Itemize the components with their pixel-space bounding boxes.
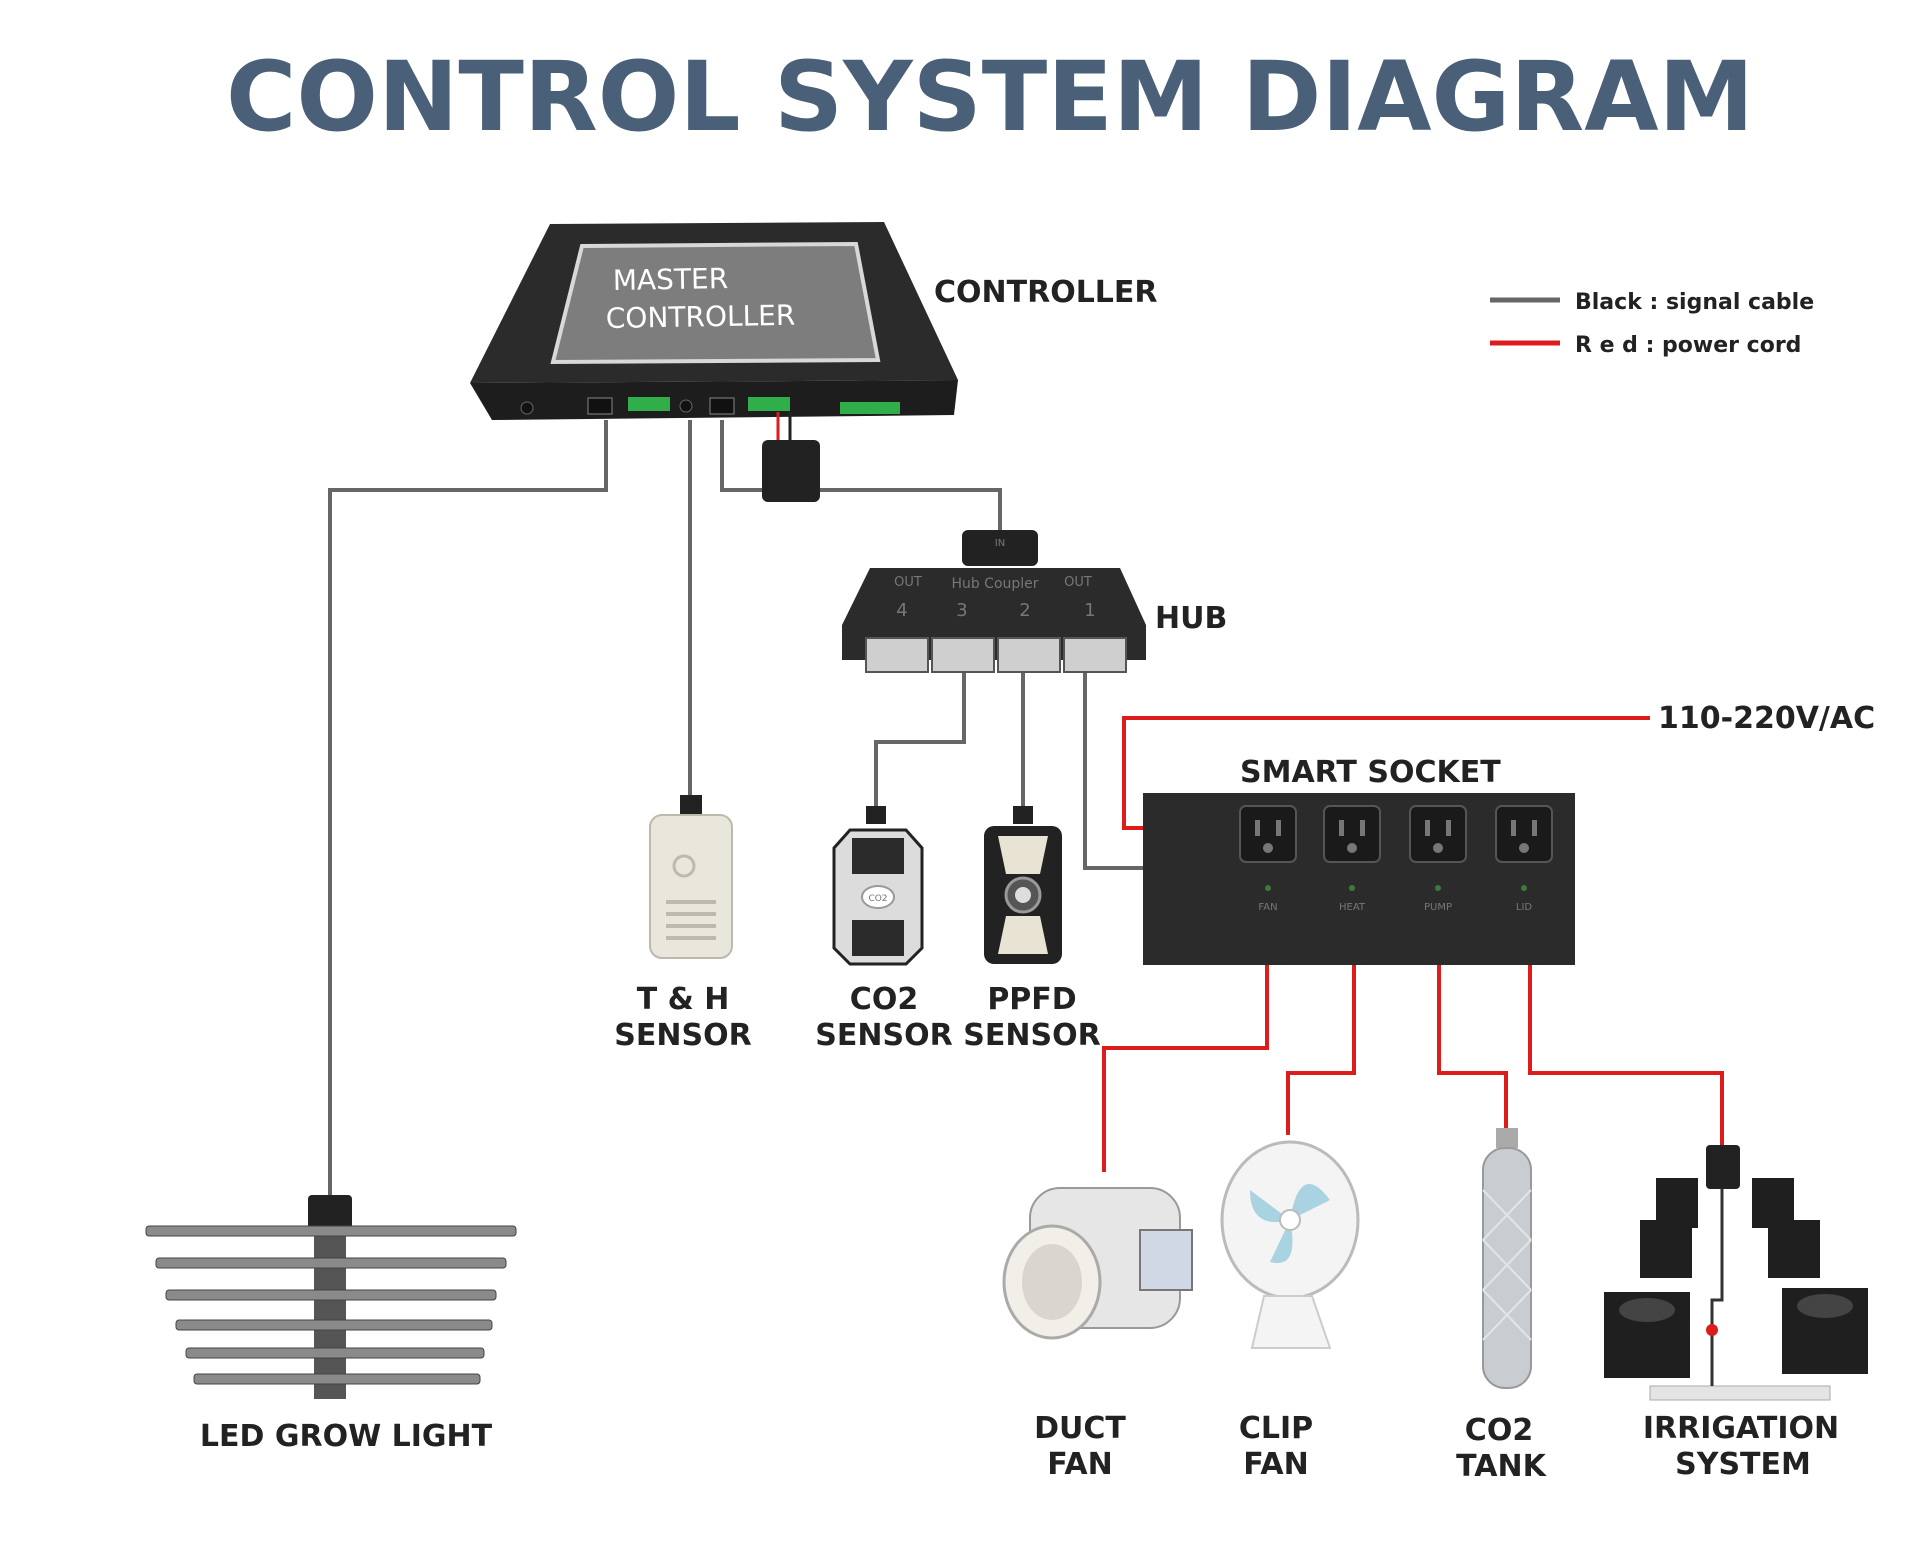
signal-cable-grow-light bbox=[328, 420, 608, 1205]
co2-tank-label-line2: TANK bbox=[1456, 1449, 1547, 1484]
power-cord-co2-tank bbox=[1437, 962, 1508, 1128]
hub-port-3 bbox=[931, 637, 995, 673]
led-grow-light bbox=[145, 1195, 517, 1399]
signal-cable-co2-sensor bbox=[874, 668, 966, 812]
grow-light-label: LED GROW LIGHT bbox=[200, 1419, 493, 1454]
controller-port-round bbox=[679, 399, 693, 413]
irrigation-label-line2: SYSTEM bbox=[1675, 1447, 1811, 1482]
smart-socket: FAN HEAT PUMP LID bbox=[1143, 793, 1575, 965]
hub-port-number-3: 3 bbox=[956, 600, 967, 621]
hub-port-4 bbox=[865, 637, 929, 673]
smart-socket-label: SMART SOCKET bbox=[1240, 755, 1501, 790]
th-sensor-label-line1: T & H bbox=[637, 982, 730, 1017]
controller-port-ethernet-1 bbox=[587, 397, 613, 415]
co2-sensor-device-text: CO2 bbox=[868, 894, 887, 904]
controller-screen bbox=[550, 241, 881, 365]
power-cord-input bbox=[1122, 716, 1650, 830]
hub-port-number-1: 1 bbox=[1084, 600, 1095, 621]
controller-screen-line2: CONTROLLER bbox=[606, 299, 796, 335]
controller-port-ethernet-2 bbox=[709, 397, 735, 415]
hub-out-text-right: OUT bbox=[1064, 575, 1092, 590]
clip-fan-label-line2: FAN bbox=[1243, 1447, 1308, 1482]
irrigation-system bbox=[1604, 1145, 1868, 1401]
ppfd-sensor bbox=[984, 806, 1062, 964]
socket-outlet-4 bbox=[1495, 805, 1553, 863]
hub-port-number-2: 2 bbox=[1019, 600, 1030, 621]
legend-signal-label: Black : signal cable bbox=[1575, 290, 1814, 315]
co2-sensor-label-line1: CO2 bbox=[850, 982, 918, 1017]
socket-led-3 bbox=[1435, 885, 1441, 891]
power-input-label: 110-220V/AC bbox=[1658, 701, 1875, 736]
controller-terminal-green-1 bbox=[628, 397, 670, 411]
power-cord-irrigation bbox=[1528, 962, 1724, 1145]
th-sensor bbox=[649, 795, 733, 959]
diagram-title: CONTROL SYSTEM DIAGRAM bbox=[226, 41, 1754, 153]
co2-sensor: CO2 bbox=[832, 806, 924, 966]
hub-port-1 bbox=[1063, 637, 1127, 673]
controller-adapter bbox=[762, 440, 820, 502]
socket-led-2 bbox=[1349, 885, 1355, 891]
power-cord-clip-fan bbox=[1286, 962, 1356, 1135]
controller-terminal-green-2 bbox=[748, 397, 790, 411]
socket-outlet-1 bbox=[1239, 805, 1297, 863]
clip-fan bbox=[1220, 1140, 1360, 1349]
hub-in-text: IN bbox=[995, 538, 1005, 549]
ppfd-sensor-label-line2: SENSOR bbox=[963, 1018, 1100, 1053]
hub-port-number-4: 4 bbox=[896, 600, 907, 621]
duct-fan-label-line1: DUCT bbox=[1034, 1411, 1126, 1446]
socket-outlet-label-pump: PUMP bbox=[1424, 902, 1452, 913]
power-cord-duct-fan bbox=[1102, 962, 1269, 1172]
hub: IN Hub Coupler OUT OUT 4 3 2 1 bbox=[842, 530, 1146, 673]
co2-sensor-label-line2: SENSOR bbox=[815, 1018, 952, 1053]
socket-outlet-3 bbox=[1409, 805, 1467, 863]
ppfd-sensor-label-line1: PPFD bbox=[987, 982, 1076, 1017]
hub-label: HUB bbox=[1155, 601, 1227, 636]
socket-led-1 bbox=[1265, 885, 1271, 891]
socket-outlet-label-fan: FAN bbox=[1258, 902, 1277, 913]
signal-cable-smart-socket bbox=[1083, 668, 1143, 870]
legend: Black : signal cable R e d : power cord bbox=[1490, 290, 1814, 358]
clip-fan-label-line1: CLIP bbox=[1239, 1411, 1313, 1446]
controller-terminal-green-3 bbox=[840, 402, 900, 414]
master-controller: MASTER CONTROLLER bbox=[470, 222, 958, 502]
legend-power-label: R e d : power cord bbox=[1575, 333, 1801, 358]
hub-body-text: Hub Coupler bbox=[951, 576, 1038, 592]
duct-fan-label-line2: FAN bbox=[1047, 1447, 1112, 1482]
power-cords bbox=[1102, 716, 1724, 1172]
socket-led-4 bbox=[1521, 885, 1527, 891]
socket-outlet-2 bbox=[1323, 805, 1381, 863]
irrigation-label-line1: IRRIGATION bbox=[1643, 1411, 1839, 1446]
hub-port-2 bbox=[997, 637, 1061, 673]
signal-cable-hub bbox=[720, 420, 1002, 538]
socket-outlet-label-heat: HEAT bbox=[1339, 902, 1366, 913]
socket-outlet-label-lid: LID bbox=[1516, 902, 1533, 913]
controller-power-jack bbox=[520, 401, 534, 415]
hub-out-text-left: OUT bbox=[894, 575, 922, 590]
th-sensor-label-line2: SENSOR bbox=[614, 1018, 751, 1053]
duct-fan bbox=[1002, 1187, 1193, 1340]
signal-cables bbox=[328, 420, 1143, 1205]
co2-tank-label-line1: CO2 bbox=[1465, 1413, 1533, 1448]
controller-label: CONTROLLER bbox=[934, 275, 1158, 310]
co2-tank bbox=[1482, 1128, 1532, 1389]
controller-screen-line1: MASTER bbox=[613, 262, 729, 297]
hub-input-tab bbox=[962, 530, 1038, 566]
